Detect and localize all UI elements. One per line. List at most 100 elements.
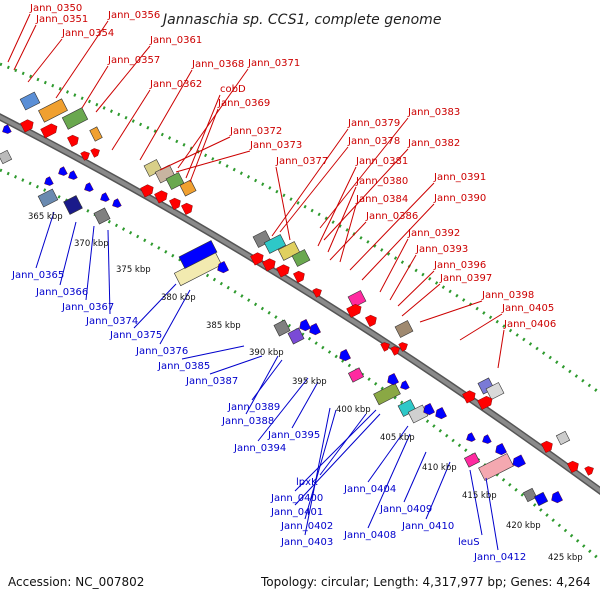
leader-line <box>419 300 483 323</box>
reverse-gene-arrow <box>84 182 94 192</box>
leader-line <box>55 20 109 99</box>
gene-box <box>178 240 218 269</box>
gene-label: Jann_0365 <box>11 270 64 281</box>
gene-label: Jann_0373 <box>249 140 302 151</box>
gene-box <box>37 188 59 208</box>
forward-gene-arrow <box>80 151 90 161</box>
leader-line <box>181 345 245 360</box>
forward-gene-arrow <box>293 270 305 283</box>
gene-box <box>93 207 111 225</box>
leader-line <box>304 409 337 520</box>
leader-line <box>319 413 367 476</box>
gene-label: Jann_0408 <box>343 530 396 541</box>
leader-line <box>291 381 319 429</box>
reverse-gene-arrow <box>44 176 54 186</box>
reverse-gene-arrow <box>299 319 311 332</box>
leader-line <box>189 108 219 183</box>
reverse-gene-arrow <box>482 434 492 444</box>
gene-box <box>38 98 68 123</box>
leader-line <box>485 477 499 551</box>
gene-label: Jann_0400 <box>270 493 323 504</box>
gene-box <box>485 382 505 400</box>
leader-line <box>257 377 309 442</box>
forward-gene-arrow <box>398 342 408 352</box>
label-leader-lines <box>7 13 505 551</box>
leader-line <box>209 355 263 375</box>
gene-label: cobD <box>220 84 246 95</box>
leader-line <box>111 89 151 151</box>
reverse-gene-arrow <box>217 261 229 274</box>
gene-label: Jann_0392 <box>407 228 460 239</box>
leader-line <box>349 182 435 271</box>
gene-label: Jann_0398 <box>481 290 534 301</box>
scale-label: 400 kbp <box>336 405 371 415</box>
gene-label: Jann_0393 <box>415 244 468 255</box>
scale-label: 415 kbp <box>462 491 497 501</box>
leader-line <box>317 166 357 247</box>
gene-label: Jann_0356 <box>107 10 160 21</box>
leader-line <box>329 221 367 261</box>
leader-line <box>159 289 191 345</box>
leader-line <box>469 469 483 536</box>
gene-label: Jann_0405 <box>501 303 554 314</box>
forward-gene-arrow <box>40 123 58 139</box>
leader-line <box>367 433 411 529</box>
reverse-gene-arrow <box>551 491 563 504</box>
forward-gene-arrow <box>380 342 390 352</box>
scale-label: 390 kbp <box>249 348 284 358</box>
forward-gene-arrow <box>365 314 377 327</box>
leader-line <box>7 13 31 63</box>
leader-line <box>397 270 435 307</box>
leader-line <box>294 413 381 506</box>
gene-label: Jann_0354 <box>61 28 114 39</box>
gene-label: Jann_0389 <box>227 402 280 413</box>
forward-gene-arrow <box>567 460 579 473</box>
gene-box <box>533 491 549 507</box>
forward-gene-arrow <box>181 202 193 215</box>
leader-line <box>497 329 505 369</box>
gene-label: Jann_0376 <box>135 346 188 357</box>
gene-label: Jann_0384 <box>355 194 408 205</box>
gene-label: Jann_0369 <box>217 98 270 109</box>
forward-gene-arrow <box>312 288 322 298</box>
scale-label: 405 kbp <box>380 433 415 443</box>
forward-gene-arrow <box>346 303 362 318</box>
gene-label: Jann_0351 <box>35 14 88 25</box>
forward-gene-arrow <box>154 190 168 204</box>
gene-box <box>478 453 514 481</box>
gene-label: Jann_0377 <box>275 156 328 167</box>
gene-box <box>273 319 291 337</box>
gene-box <box>555 430 571 446</box>
gene-label: Jann_0385 <box>157 361 210 372</box>
gene-label: Jann_0374 <box>85 316 138 327</box>
gene-label: Jann_0391 <box>433 172 486 183</box>
leader-line <box>403 451 427 503</box>
gene-label: Jann_0350 <box>29 3 82 14</box>
gene-label: Jann_0372 <box>229 126 282 137</box>
reverse-gene-arrow <box>100 192 110 202</box>
leader-line <box>425 461 451 520</box>
reverse-gene-arrow <box>423 403 435 416</box>
forward-gene-arrow <box>262 258 276 272</box>
scale-label: 425 kbp <box>548 553 583 563</box>
reverse-gene-arrow <box>387 373 399 386</box>
leader-line <box>85 225 95 301</box>
gene-label: Jann_0380 <box>355 176 408 187</box>
gene-label: Jann_0406 <box>503 319 556 330</box>
gene-label: Jann_0395 <box>267 430 320 441</box>
gene-label: Jann_0383 <box>407 107 460 118</box>
forward-gene-arrow <box>541 440 553 453</box>
reverse-gene-arrow <box>58 166 68 176</box>
forward-gene-arrow <box>477 395 493 410</box>
gene-label: Jann_0386 <box>365 211 418 222</box>
gene-box <box>291 249 311 267</box>
scale-label: 370 kbp <box>74 239 109 249</box>
gene-box <box>347 290 367 308</box>
gene-label: Jann_0375 <box>109 330 162 341</box>
reverse-gene-arrow <box>339 349 351 362</box>
leader-line <box>59 221 77 286</box>
gene-box <box>61 107 89 130</box>
reverse-gene-arrow <box>2 124 12 134</box>
